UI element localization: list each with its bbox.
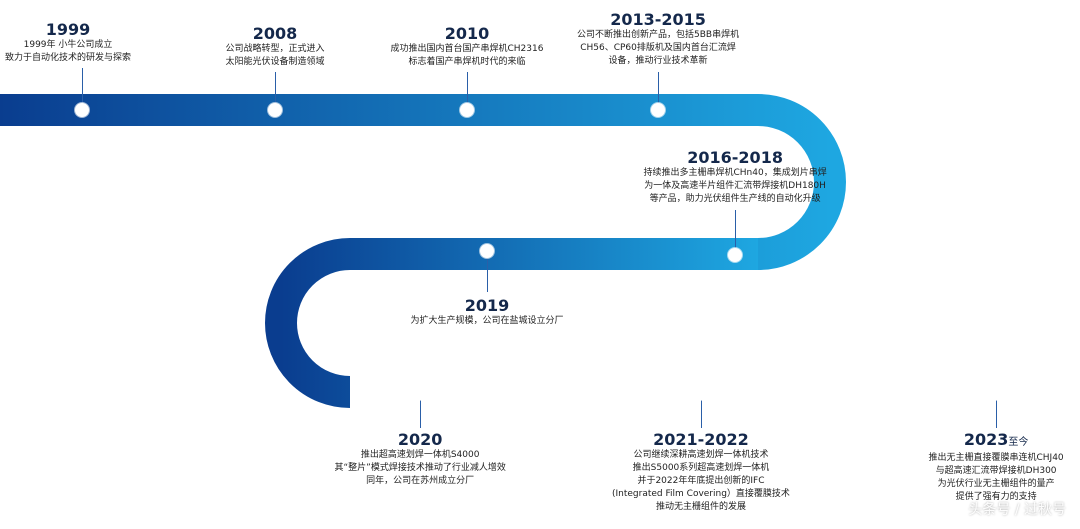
event-year-label: 2008 xyxy=(252,24,298,43)
timeline-stem xyxy=(486,258,488,292)
event-year-label: 2021-2022 xyxy=(653,430,749,449)
event-year-label: 2016-2018 xyxy=(687,148,783,167)
event-description-line: 与超高速汇流带焊接机DH300 xyxy=(935,466,1057,476)
event-year: 2010 xyxy=(391,24,544,43)
event-description-line: 公司战略转型，正式进入 xyxy=(225,44,325,54)
timeline-node-2019 xyxy=(480,244,494,258)
event-description-line: (Integrated Film Covering）直接覆膜技术 xyxy=(612,489,790,499)
event-description-line: 为光伏行业无主栅组件的量产 xyxy=(937,479,1055,489)
event-description-line: 1999年 小牛公司成立 xyxy=(23,40,113,50)
event-year-label: 2013-2015 xyxy=(610,10,706,29)
event-description-line: 等产品，助力光伏组件生产线的自动化升级 xyxy=(649,194,821,204)
timeline-node-2020 xyxy=(413,386,427,400)
timeline-stem xyxy=(466,72,468,103)
event-year: 2021-2022 xyxy=(612,430,790,449)
event-year-label: 2019 xyxy=(464,296,510,315)
event-description-line: 标志着国产串焊机时代的来临 xyxy=(408,57,526,67)
event-description-line: 并于2022年年底提出创新的IFC xyxy=(637,476,765,486)
event-description-line: CH56、CP60排版机及国内首台汇流焊 xyxy=(580,43,736,53)
event-description-line: 推出S5000系列超高速划焊一体机 xyxy=(632,463,770,473)
event-year: 1999 xyxy=(5,20,131,39)
event-description-line: 持续推出多主栅串焊机CHn40，集成划片串焊 xyxy=(643,168,827,178)
event-year-label: 2010 xyxy=(444,24,490,43)
event-year-label: 2020 xyxy=(397,430,443,449)
timeline-stem xyxy=(419,400,421,428)
event-description-line: 公司继续深耕高速划焊一体机技术 xyxy=(633,450,769,460)
event-year-label: 1999 xyxy=(45,20,91,39)
event-description-line: 为扩大生产规模，公司在盐城设立分厂 xyxy=(410,316,564,326)
timeline-stem xyxy=(700,400,702,428)
timeline-node-1999 xyxy=(75,103,89,117)
timeline-stem xyxy=(734,210,736,248)
event-description-line: 成功推出国内首台国产串焊机CH2316 xyxy=(390,44,544,54)
event-year: 2019 xyxy=(411,296,564,315)
timeline-stem xyxy=(995,400,997,428)
timeline-stem xyxy=(274,72,276,103)
event-year: 2020 xyxy=(335,430,506,449)
timeline-node-2010 xyxy=(460,103,474,117)
event-description-line: 推出无主栅直接覆膜串连机CHJ40 xyxy=(928,453,1064,463)
event-description-line: 推出超高速划焊一体机S4000 xyxy=(360,450,480,460)
event-year: 2023至今 xyxy=(929,430,1064,452)
timeline-node-2016-2018 xyxy=(728,248,742,262)
timeline-stem xyxy=(657,72,659,103)
event-description-line: 推动无主栅组件的发展 xyxy=(655,502,746,512)
event-description-line: 提供了强有力的支持 xyxy=(955,492,1037,502)
event-year: 2008 xyxy=(226,24,325,43)
event-description-line: 同年，公司在苏州成立分厂 xyxy=(366,476,475,486)
timeline-node-2008 xyxy=(268,103,282,117)
event-description-line: 为一体及高速半片组件汇流带焊接机DH180H xyxy=(644,181,826,191)
timeline-node-2021-2022 xyxy=(694,386,708,400)
event-year: 2016-2018 xyxy=(644,148,827,167)
event-description-line: 致力于自动化技术的研发与探索 xyxy=(5,53,132,63)
timeline-stem xyxy=(81,68,83,103)
event-description-line: 其“整片”模式焊接技术推动了行业减人增效 xyxy=(334,463,506,473)
event-year-suffix: 至今 xyxy=(1008,437,1029,448)
event-year-label: 2023 xyxy=(963,430,1009,449)
timeline-node-2023 xyxy=(989,386,1003,400)
timeline-segment-top xyxy=(0,94,846,270)
event-description-line: 设备，推动行业技术革新 xyxy=(608,56,708,66)
timeline-node-2013-2015 xyxy=(651,103,665,117)
event-description-line: 公司不断推出创新产品，包括5BB串焊机 xyxy=(577,30,740,40)
event-year: 2013-2015 xyxy=(577,10,739,29)
event-description-line: 太阳能光伏设备制造领域 xyxy=(225,57,325,67)
watermark-text: 头条号 / 过秋号 xyxy=(968,502,1066,518)
timeline-segment-middle xyxy=(265,238,758,408)
